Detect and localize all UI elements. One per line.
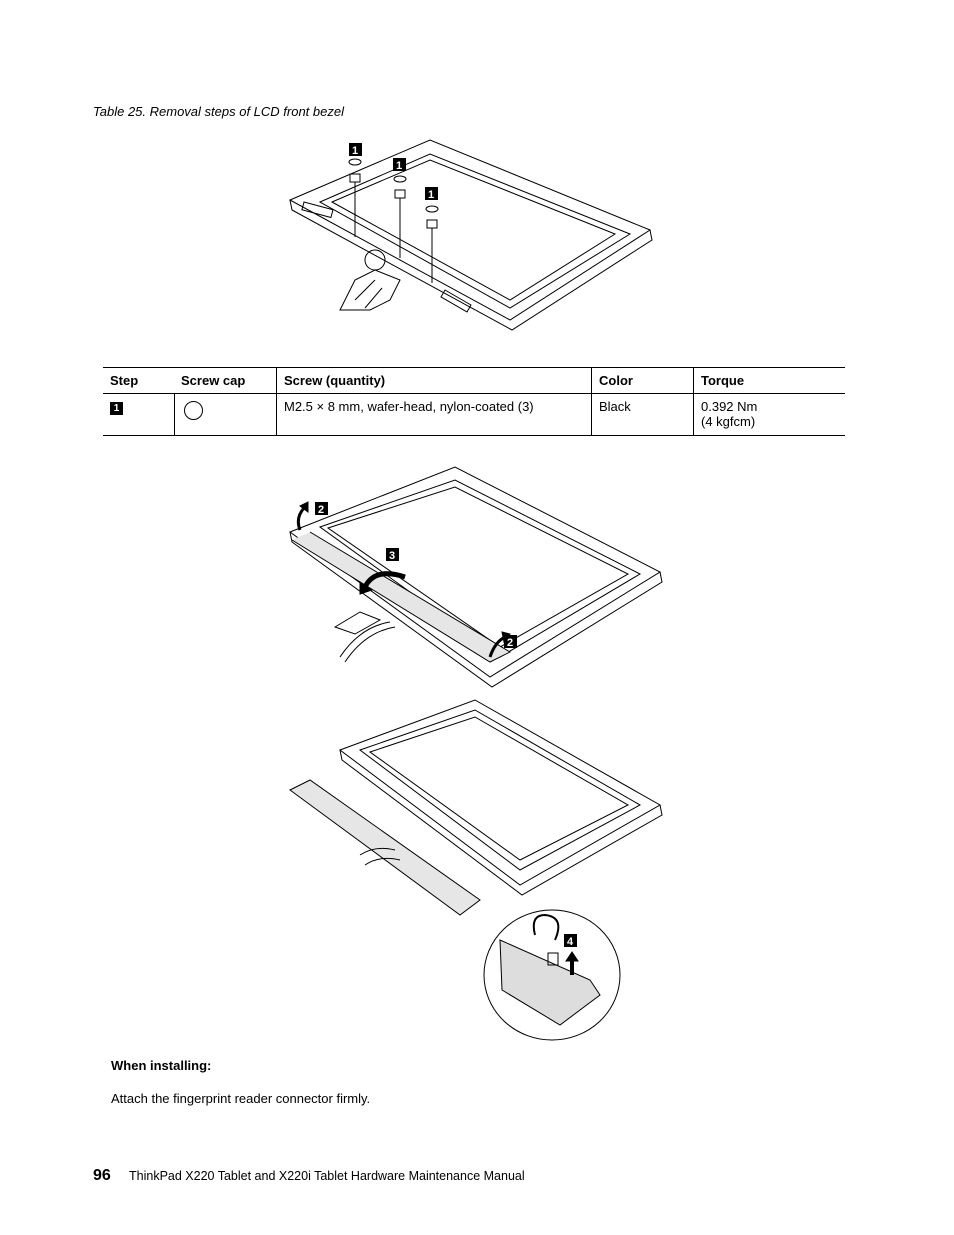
column-header: Screw (quantity) [276, 367, 592, 394]
screw-spec-table: Step Screw cap Screw (quantity) Color To… [103, 367, 845, 436]
callout-1-badges: 1 1 1 [349, 143, 438, 201]
page-number: 96 [93, 1167, 111, 1184]
detail-magnifier [483, 909, 621, 1041]
color-cell: Black [591, 393, 694, 436]
installing-heading: When installing: [111, 1058, 212, 1073]
table-caption: Table 25. Removal steps of LCD front bez… [93, 104, 344, 119]
lcd-assembly-drawing [289, 699, 663, 916]
screw-and-cap-group [348, 158, 439, 283]
callout-1: 1 [352, 145, 358, 157]
table-row: 1 M2.5 × 8 mm, wafer-head, nylon-coated … [103, 393, 845, 436]
lcd-assembly-drawing [288, 139, 653, 331]
screw-cap-circle-icon [183, 401, 203, 420]
figure-bezel-release: 2 3 2 [280, 462, 670, 692]
figure-fingerprint-connector: 4 [280, 695, 670, 1045]
table-header-row: Step Screw cap Screw (quantity) Color To… [103, 367, 845, 394]
callout-3: 3 [389, 550, 395, 562]
callout-2: 2 [507, 637, 513, 649]
arrow-group [565, 951, 579, 975]
screw-cell: M2.5 × 8 mm, wafer-head, nylon-coated (3… [276, 393, 592, 436]
column-header: Color [591, 367, 694, 394]
lcd-assembly-drawing [288, 466, 663, 688]
column-header: Screw cap [174, 367, 277, 394]
callout-1: 1 [428, 189, 434, 201]
torque-cell: 0.392 Nm (4 kgfcm) [693, 393, 845, 436]
column-header: Torque [693, 367, 845, 394]
step-badge: 1 [110, 402, 123, 415]
footer-title: ThinkPad X220 Tablet and X220i Tablet Ha… [129, 1169, 525, 1183]
figure-screw-removal: 1 1 1 [280, 130, 670, 345]
callout-1: 1 [396, 160, 402, 172]
column-header: Step [103, 367, 174, 394]
callout-4: 4 [567, 936, 574, 948]
callout-badges: 2 3 2 [315, 502, 517, 649]
callout-badges: 4 [564, 934, 577, 948]
callout-2: 2 [318, 504, 324, 516]
installing-text: Attach the fingerprint reader connector … [111, 1091, 371, 1106]
arrow-group [296, 501, 511, 658]
